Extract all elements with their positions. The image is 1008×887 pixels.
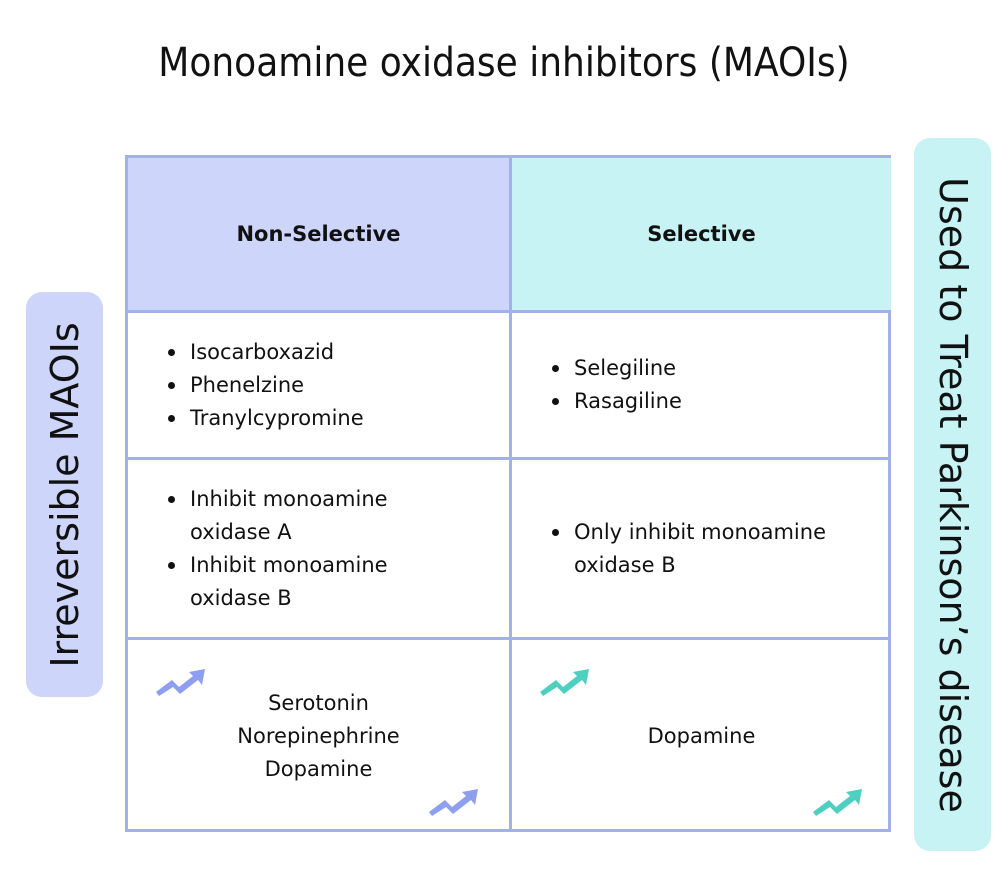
header-non-selective-text: Non-Selective	[236, 222, 401, 246]
row2-non-selective-cell: Inhibit monoamine oxidase A Inhibit mono…	[128, 460, 509, 637]
neurotransmitter: Norepinephrine	[237, 723, 400, 748]
drug-list: Selegiline Rasagiline	[512, 352, 682, 418]
list-item: Inhibit monoamine oxidase B	[168, 549, 430, 615]
list-item: Inhibit monoamine oxidase A	[168, 483, 430, 549]
irreversible-maois-label: Irreversible MAOIs	[26, 292, 103, 697]
header-non-selective: Non-Selective	[128, 158, 509, 310]
neurotransmitter-list: Dopamine	[512, 720, 891, 753]
parkinsons-label: Used to Treat Parkinson’s disease	[914, 138, 991, 851]
row-divider	[128, 457, 888, 460]
trend-up-arrow-icon	[429, 789, 478, 816]
row2-selective-cell: Only inhibit monoamine oxidase B	[512, 460, 891, 637]
list-item: Isocarboxazid	[168, 336, 364, 369]
trend-up-arrow-icon	[540, 669, 589, 696]
trend-up-arrow-icon	[156, 669, 205, 696]
neurotransmitter: Dopamine	[647, 723, 756, 748]
mechanism-list: Inhibit monoamine oxidase A Inhibit mono…	[128, 483, 430, 615]
list-item: Phenelzine	[168, 369, 364, 402]
irreversible-maois-text: Irreversible MAOIs	[42, 321, 87, 668]
list-item: Only inhibit monoamine oxidase B	[552, 516, 874, 582]
mechanism-list: Only inhibit monoamine oxidase B	[512, 516, 874, 582]
list-item: Rasagiline	[552, 385, 682, 418]
parkinsons-text: Used to Treat Parkinson’s disease	[930, 176, 975, 813]
trend-up-arrow-icon	[813, 789, 862, 816]
row1-non-selective-cell: Isocarboxazid Phenelzine Tranylcypromine	[128, 313, 509, 457]
header-selective-text: Selective	[647, 222, 756, 246]
drug-list: Isocarboxazid Phenelzine Tranylcypromine	[128, 336, 364, 435]
neurotransmitter: Serotonin	[268, 690, 369, 715]
row-divider	[128, 310, 888, 313]
list-item: Selegiline	[552, 352, 682, 385]
list-item: Tranylcypromine	[168, 402, 364, 435]
row3-selective-cell: Dopamine	[512, 640, 891, 832]
maoi-table: Non-Selective Selective Isocarboxazid Ph…	[125, 155, 891, 832]
neurotransmitter: Dopamine	[264, 756, 373, 781]
row3-non-selective-cell: Serotonin Norepinephrine Dopamine	[128, 640, 509, 832]
diagram-title: Monoamine oxidase inhibitors (MAOIs)	[158, 40, 850, 86]
header-selective: Selective	[512, 158, 891, 310]
row-divider	[128, 637, 888, 640]
column-divider	[509, 158, 512, 829]
neurotransmitter-list: Serotonin Norepinephrine Dopamine	[128, 687, 509, 786]
row1-selective-cell: Selegiline Rasagiline	[512, 313, 891, 457]
